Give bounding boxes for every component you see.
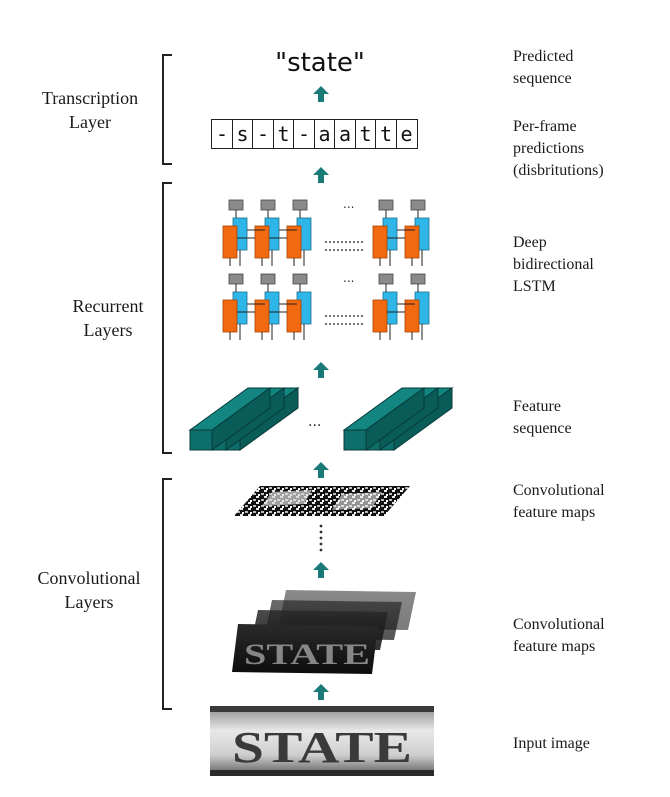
input-image-text: STATE xyxy=(232,723,412,772)
predicted-word: "state" xyxy=(275,48,365,78)
frame-box: a xyxy=(313,119,336,149)
per-frame-predictions-label: Per-frame predictions (disbritutions) xyxy=(513,118,604,179)
up-arrow-icon xyxy=(313,362,329,378)
input-image: STATE xyxy=(210,706,434,776)
lstm-forward-cell xyxy=(286,299,302,333)
lstm-forward-cell xyxy=(286,225,302,259)
deep-lstm-label: Deep bidirectional LSTM xyxy=(513,234,594,295)
frame-box: s xyxy=(231,119,254,149)
lstm-output-node xyxy=(378,273,394,285)
transcription-layer-label: Transcription Layer xyxy=(41,88,139,132)
lstm-output-node xyxy=(378,199,394,211)
up-arrow-icon xyxy=(313,462,329,478)
recurrent-layers-label: Recurrent Layers xyxy=(72,296,144,340)
frame-predictions-row: - s - t - a a t t e xyxy=(211,119,418,149)
frame-box: - xyxy=(293,119,315,149)
lstm-forward-cell xyxy=(254,225,270,259)
conv-feature-maps-bottom-label: Convolutional feature maps xyxy=(513,616,605,655)
lstm-output-node xyxy=(260,199,276,211)
feature-map-text: STATE xyxy=(244,638,370,671)
feature-bar xyxy=(188,387,272,451)
lstm-output-node xyxy=(292,199,308,211)
lstm-forward-cell xyxy=(372,299,388,333)
lstm-forward-cell xyxy=(372,225,388,259)
frame-box: t xyxy=(272,119,295,149)
lstm-forward-cell xyxy=(254,299,270,333)
lstm-output-node xyxy=(260,273,276,285)
lstm-output-node xyxy=(410,199,426,211)
conv-feature-maps-stack: STATE xyxy=(232,590,416,674)
frame-box: a xyxy=(334,119,356,149)
lstm-output-node xyxy=(228,199,244,211)
frame-box: e xyxy=(395,119,418,149)
feature-sequence-label: Feature sequence xyxy=(513,398,572,437)
lstm-forward-cell xyxy=(222,225,238,259)
up-arrow-icon xyxy=(313,562,329,578)
feature-ellipsis: ... xyxy=(308,414,321,430)
frame-box: t xyxy=(354,119,377,149)
deep-bidirectional-lstm-graphic: ... ... xyxy=(222,197,430,340)
conv-feature-map-top xyxy=(234,486,410,516)
transcription-bracket xyxy=(162,54,172,165)
feature-bar xyxy=(342,387,426,451)
convolutional-bracket xyxy=(162,478,172,710)
lstm-forward-cell xyxy=(404,225,420,259)
feature-sequence-graphic: ... xyxy=(188,387,454,451)
up-arrow-icon xyxy=(313,167,329,183)
predicted-sequence-label: Predicted sequence xyxy=(513,48,574,87)
lstm-output-node xyxy=(228,273,244,285)
frame-box: t xyxy=(375,119,397,149)
lstm-output-node xyxy=(410,273,426,285)
convolutional-layers-label: Convolutional Layers xyxy=(37,568,141,612)
vertical-ellipsis-icon xyxy=(319,524,323,552)
lstm-ellipsis-mid: ... xyxy=(343,271,354,285)
up-arrow-icon xyxy=(313,86,329,102)
lstm-output-node xyxy=(292,273,308,285)
lstm-ellipsis-top: ... xyxy=(343,197,354,211)
lstm-forward-cell xyxy=(222,299,238,333)
frame-box: - xyxy=(211,119,233,149)
frame-box: - xyxy=(252,119,274,149)
input-image-label: Input image xyxy=(513,735,590,752)
lstm-columns xyxy=(222,199,430,340)
up-arrow-icon xyxy=(313,684,329,700)
lstm-forward-cell xyxy=(404,299,420,333)
conv-feature-maps-top-label: Convolutional feature maps xyxy=(513,482,605,521)
recurrent-bracket xyxy=(162,182,172,454)
